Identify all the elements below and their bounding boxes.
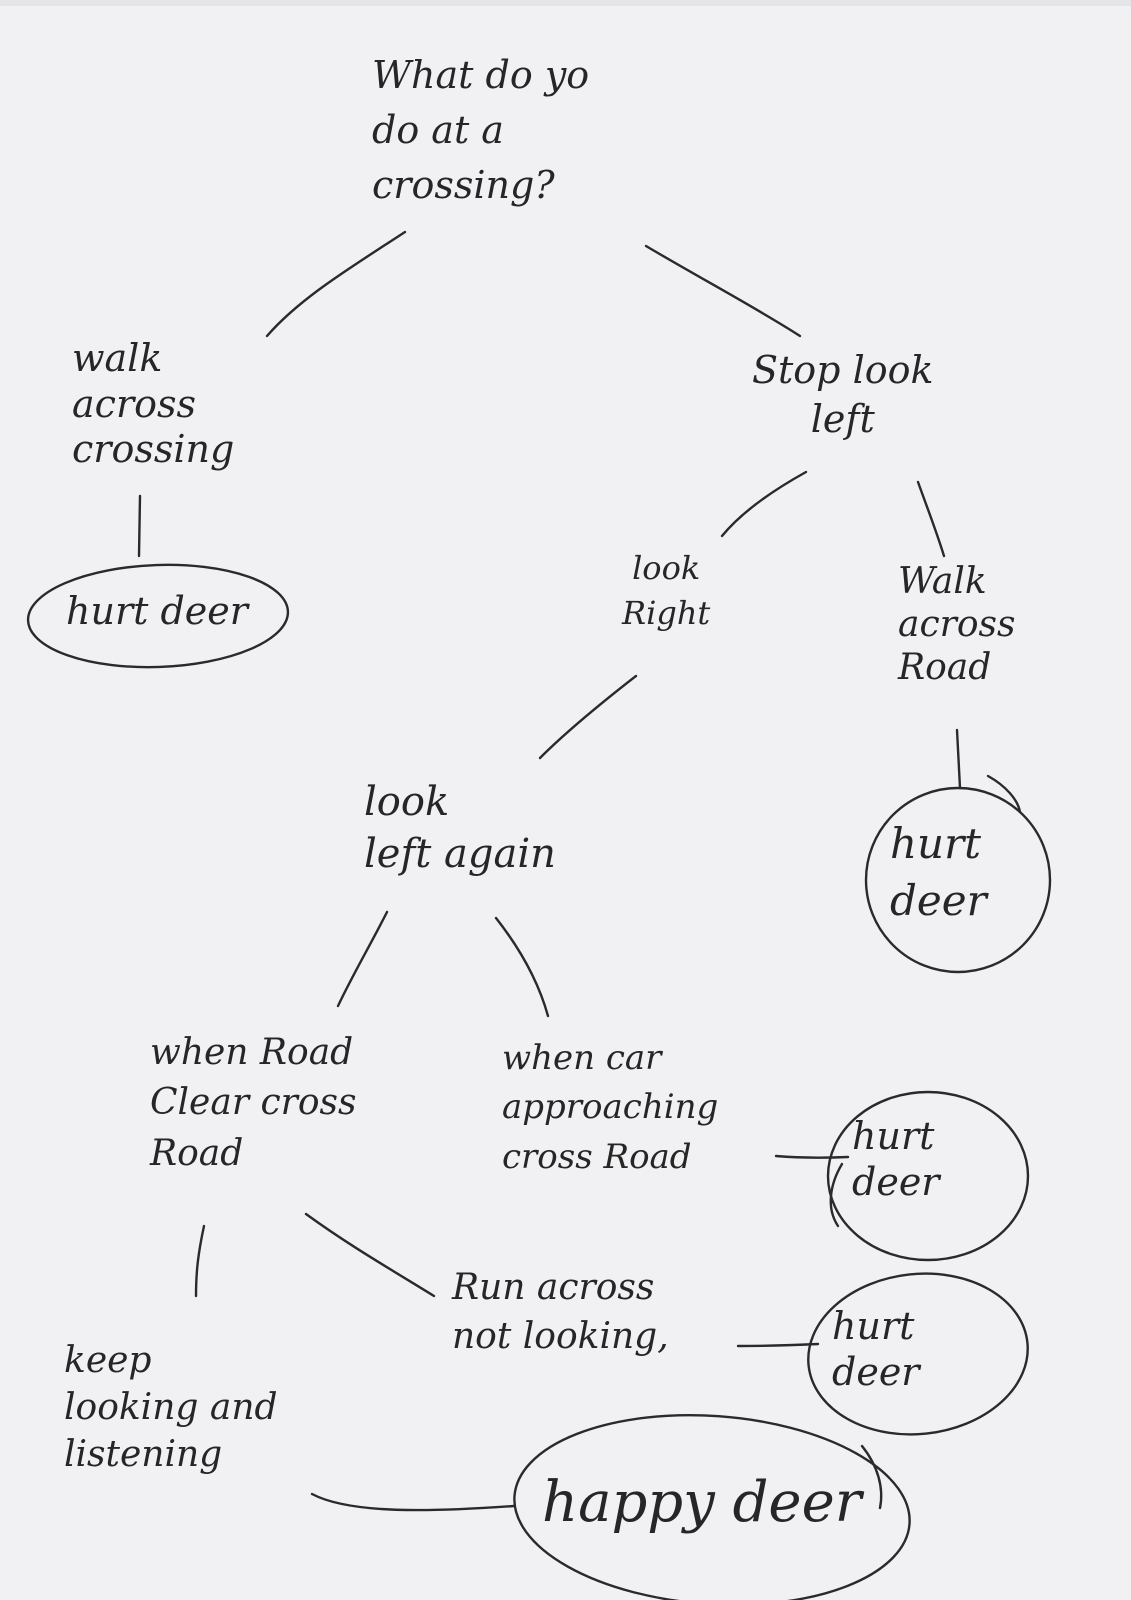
outcome-oval-happy-overstroke bbox=[860, 1444, 883, 1510]
option-keep-looking-listening: keep looking and listening bbox=[64, 1340, 278, 1475]
outcome-oval-walk-road bbox=[864, 786, 1052, 974]
option-look-right: look Right bbox=[622, 549, 711, 632]
connector-look-right-to-look-left-again bbox=[538, 674, 638, 760]
outcome-hurt-deer-walk-road: hurt deer bbox=[890, 819, 987, 925]
option-road-clear-cross: when Road Clear cross Road bbox=[150, 1032, 357, 1174]
connector-walk-across-to-hurt-deer bbox=[137, 494, 142, 558]
option-walk-across-crossing: walk across crossing bbox=[72, 336, 235, 472]
outcome-hurt-deer-left: hurt deer bbox=[66, 589, 248, 633]
connector-walk-road-to-hurt-deer bbox=[955, 728, 962, 790]
outcome-hurt-deer-run: hurt deer bbox=[832, 1304, 920, 1394]
outcome-hurt-deer-car: hurt deer bbox=[852, 1114, 940, 1204]
connector-car-to-hurt-deer bbox=[774, 1154, 850, 1159]
outcome-oval-car bbox=[826, 1090, 1030, 1262]
outcome-oval-happy bbox=[513, 1414, 911, 1600]
connector-left-again-to-road-clear bbox=[336, 910, 389, 1008]
option-stop-look-left: Stop look left bbox=[752, 348, 934, 442]
outcome-oval-walk-road-overstroke bbox=[986, 774, 1022, 814]
connector-question-to-walk-across bbox=[265, 230, 407, 338]
connector-stop-to-look-right bbox=[720, 470, 808, 538]
outcome-happy-deer: happy deer bbox=[542, 1470, 862, 1535]
option-walk-across-road: Walk across Road bbox=[898, 561, 1016, 689]
question-node: What do yo do at a crossing? bbox=[372, 53, 590, 208]
outcome-oval-left bbox=[26, 563, 290, 669]
outcome-oval-car-overstroke bbox=[829, 1162, 844, 1228]
option-look-left-again: look left again bbox=[364, 779, 556, 877]
connector-stop-to-walk-across-road bbox=[916, 480, 946, 558]
outcome-oval-run bbox=[807, 1272, 1029, 1436]
option-run-across-not-looking: Run across not looking, bbox=[452, 1267, 669, 1357]
connector-road-clear-to-run-across bbox=[304, 1212, 436, 1298]
connector-run-across-to-hurt-deer bbox=[736, 1342, 820, 1348]
connector-keep-looking-to-happy-deer bbox=[310, 1492, 516, 1512]
option-car-approaching-cross: when car approaching cross Road bbox=[502, 1038, 719, 1177]
connector-question-to-stop-look-left bbox=[644, 244, 802, 338]
connector-left-again-to-car-approaching bbox=[494, 916, 550, 1018]
connector-road-clear-to-keep-looking bbox=[194, 1224, 206, 1298]
